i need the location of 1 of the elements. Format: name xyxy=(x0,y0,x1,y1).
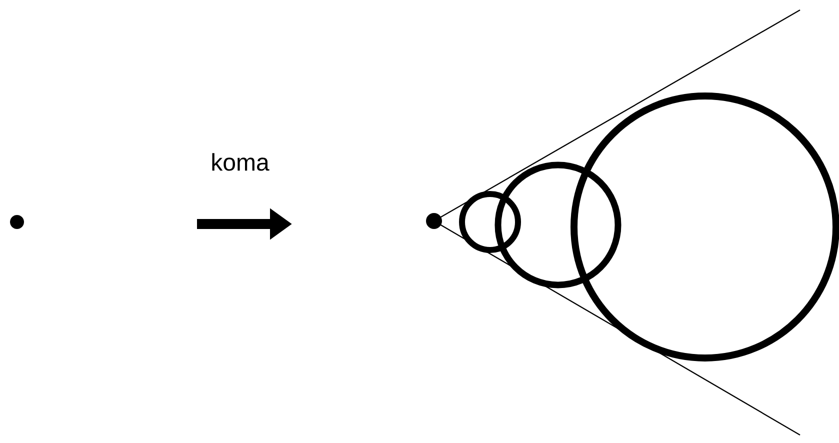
label: koma xyxy=(212,153,270,171)
